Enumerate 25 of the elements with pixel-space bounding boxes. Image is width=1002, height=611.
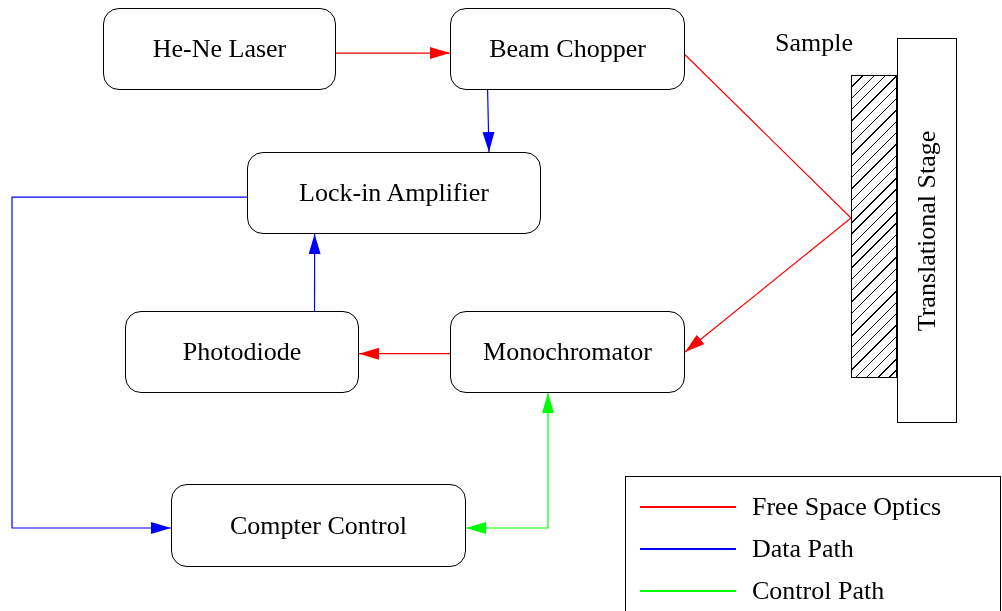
sample-label: Sample — [775, 28, 853, 58]
stage-box — [897, 38, 957, 423]
arrow — [684, 217, 852, 353]
arrow — [482, 89, 495, 153]
legend-label: Data Path — [752, 534, 854, 564]
arrow — [465, 392, 554, 534]
arrow — [11, 196, 248, 534]
process-box — [450, 8, 685, 90]
box-label: Compter Control — [230, 510, 407, 541]
process-box — [247, 152, 541, 234]
process-box — [450, 311, 685, 393]
box-label: Monochromator — [483, 337, 652, 367]
legend-label: Control Path — [752, 576, 885, 606]
process-box — [171, 484, 466, 567]
box-label: Photodiode — [182, 337, 302, 367]
box-label: Beam Chopper — [489, 34, 646, 64]
stage-label: Translational Stage — [912, 130, 942, 331]
arrow — [358, 347, 451, 360]
arrow — [308, 233, 321, 312]
arrow — [335, 47, 451, 60]
process-box — [125, 311, 359, 393]
process-box — [103, 8, 336, 90]
box-label: Lock-in Amplifier — [299, 178, 489, 208]
box-label: He-Ne Laser — [152, 34, 287, 64]
legend-label: Free Space Optics — [752, 492, 942, 522]
